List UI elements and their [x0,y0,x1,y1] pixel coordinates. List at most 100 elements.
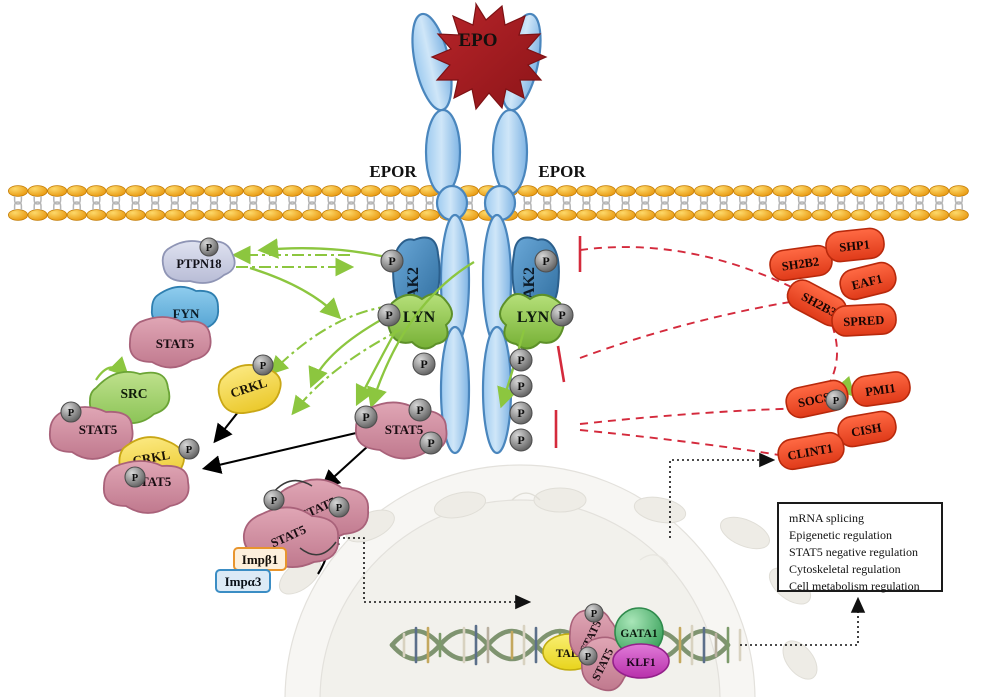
lipid-tail [915,196,924,205]
lipid-tail [229,196,238,205]
phosphate-label: P [591,609,598,620]
lipid-tail [386,196,395,205]
lipid-tail [660,196,669,205]
lipid-tail [876,196,885,205]
lipid-head [890,209,911,221]
lipid-tail [111,201,121,210]
lipid-tail [680,201,689,210]
gata1-label: GATA1 [620,628,658,640]
src-label: SRC [120,386,147,401]
lipid-tail [327,196,336,205]
lipid-head [831,185,852,197]
inhibitor-cish: CISH [837,410,897,448]
phosphate-label: P [542,254,549,268]
lipid-tail [543,196,552,205]
inhibitor-spred: SPRED [831,303,897,337]
outcome-line-2: Epigenetic regulation [789,528,892,542]
lipid-head [399,185,420,197]
lipid-head [145,209,166,221]
lipid-head [772,209,793,221]
lipid-head [517,185,538,197]
lipid-tail [33,201,42,210]
lipid-tail [53,201,62,210]
lipid-head [850,185,871,197]
lipid-head [203,185,224,197]
phosphate-label: P [186,445,193,456]
outcomes-box: mRNA splicing Epigenetic regulation STAT… [777,502,943,593]
lipid-head [733,185,754,197]
phosphate-label: P [420,357,427,371]
lipid-head [733,209,754,221]
phosphate-icon [412,352,436,376]
lipid-tail [582,201,591,210]
phosphate-label: P [206,243,213,254]
lipid-tail [209,196,219,205]
inhibition-bars [554,236,582,448]
lipid-head [713,185,734,197]
importin-beta1: Impβ1 [233,547,287,571]
lipid-head [321,185,342,197]
protein-stat5-crkl: STAT5 [103,460,190,514]
epor-label-right: EPOR [538,162,586,181]
phosphate-label: P [336,503,343,514]
lipid-tail [601,196,611,205]
lipid-head [674,185,695,197]
protein-ptpn18: PTPN18 [161,240,236,284]
phosphate-icon [178,438,200,460]
lipid-head [380,185,401,197]
phosphate-icon [509,374,533,398]
lipid-tail [876,201,885,210]
lipid-head [86,209,107,221]
phosphate-icon [252,354,274,376]
lipid-tail [13,196,23,205]
phosphate-icon [509,348,533,372]
phosphate-label: P [517,433,524,447]
lipid-tail [739,196,748,205]
lipid-tail [425,201,434,210]
phosphate-icon [377,303,401,327]
lipid-tail [641,196,650,205]
lipid-tail [111,196,121,205]
lipid-tail [778,201,787,210]
lipid-head [556,209,577,221]
lipid-head [282,185,303,197]
inhibition-arrows [579,246,838,461]
lipid-tail [562,201,571,210]
lipid-head [556,185,577,197]
stat5-src-label: STAT5 [79,422,118,437]
lipid-head [380,209,401,221]
lipid-head [341,185,362,197]
phosphate-label: P [517,353,524,367]
lipid-tail [131,196,140,205]
ptpn18-label: PTPN18 [176,257,221,271]
inhibitor-shp1: SHP1 [825,227,885,263]
outcome-route-b [740,596,866,646]
lipid-tail [680,196,689,205]
phosphate-icon [263,489,285,511]
phosphate-label: P [416,403,423,417]
lipid-tail [758,201,767,210]
outcome-line-4: Cytoskeletal regulation [789,562,901,576]
sh2b2-label: SH2B2 [781,254,820,273]
lipid-head [870,209,891,221]
lipid-head [870,185,891,197]
lipid-tail [699,196,709,205]
phosphate-label: P [68,408,75,419]
phosphate-icon [534,249,558,273]
lipid-tail [837,201,846,210]
lipid-head [164,209,185,221]
lipid-head [203,209,224,221]
phosphate-icon [328,496,350,518]
lipid-head [792,209,813,221]
lipid-tail [543,201,552,210]
activation-dashdot-arrows [231,245,401,416]
lipid-tail [53,196,62,205]
lipid-head [517,209,538,221]
lipid-tail [778,196,787,205]
lipid-head [850,209,871,221]
lipid-tail [954,196,963,205]
lipid-tail [817,201,826,210]
phosphate-icon [199,237,219,257]
lipid-head [27,209,48,221]
